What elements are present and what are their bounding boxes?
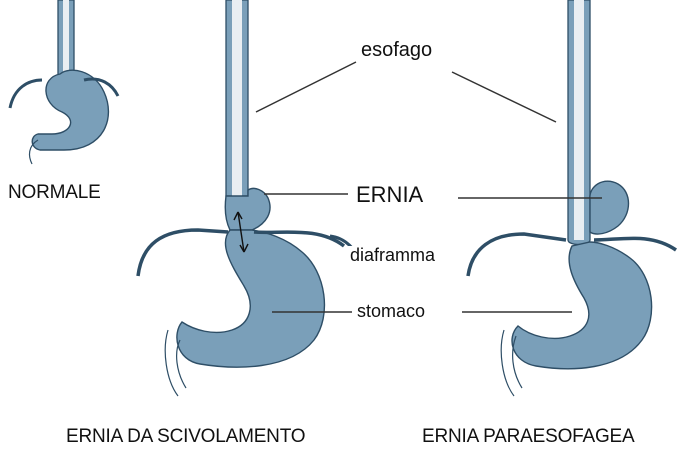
sliding-hernia-figure [138, 0, 360, 396]
label-ernia: ERNIA [353, 184, 426, 206]
caption-paraesophageal-hernia: ERNIA PARAESOFAGEA [422, 427, 635, 446]
leader-esofago-left [256, 62, 356, 112]
normal-diaphragm-left [10, 80, 42, 108]
label-diaframma: diaframma [347, 246, 438, 264]
normal-stomach-figure [10, 0, 118, 164]
para-hernia-pouch [590, 181, 629, 234]
para-diaphragm-left [468, 234, 566, 276]
label-stomaco: stomaco [354, 302, 428, 320]
caption-sliding-hernia: ERNIA DA SCIVOLAMENTO [66, 427, 305, 446]
leader-esofago-right [452, 72, 556, 122]
label-normale: NORMALE [8, 183, 101, 202]
sliding-duodenum-2 [165, 330, 178, 396]
para-esophagus-lumen [574, 0, 584, 240]
sliding-esophagus-lumen [232, 0, 242, 196]
para-stomach [512, 242, 652, 369]
sliding-diaphragm-left [138, 230, 228, 276]
normal-esophagus-lumen [63, 0, 69, 72]
normal-stomach [32, 70, 108, 150]
sliding-stomach [177, 230, 325, 367]
label-esofago: esofago [358, 40, 435, 60]
